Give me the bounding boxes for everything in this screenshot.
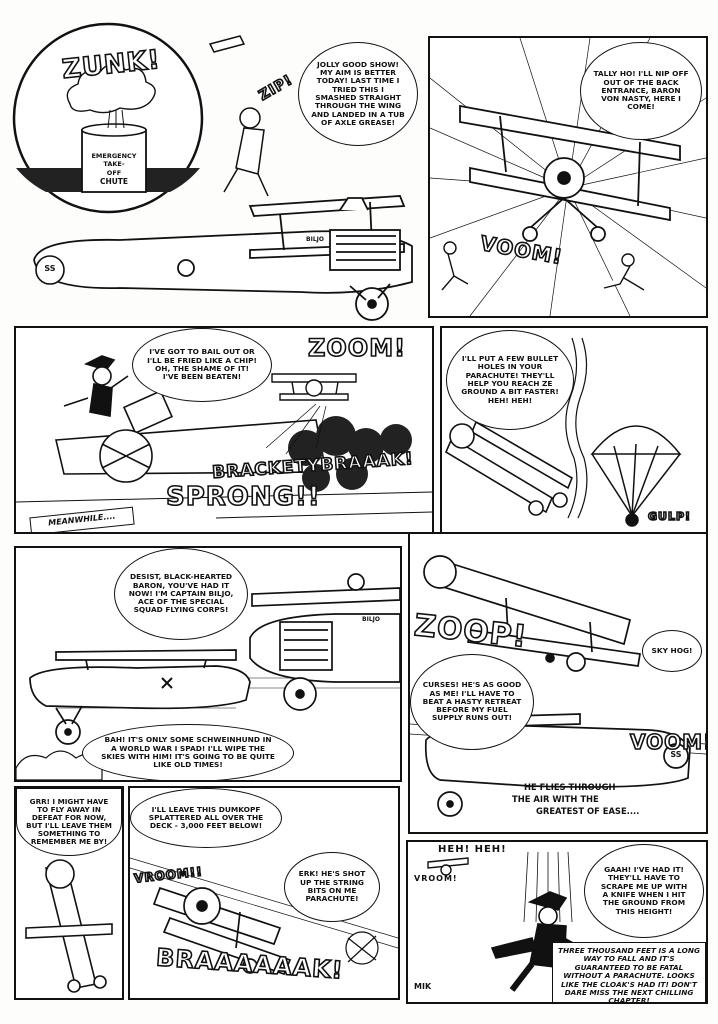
explosion-smoke	[288, 416, 412, 492]
bubble-curses: CURSES! HE'S AS GOOD AS ME! I'LL HAVE TO…	[410, 654, 534, 750]
sfx-sprong: SPRONG!!	[165, 481, 321, 513]
biljo-spad-plane	[33, 195, 413, 321]
smoke-trail	[565, 337, 588, 519]
can-label-line1: EMERGENCY	[91, 152, 137, 160]
sfx-heh-heh: HEH! HEH!	[438, 844, 507, 855]
panel-7-art	[25, 859, 113, 993]
ground-lines	[16, 491, 432, 519]
parachute	[590, 425, 682, 527]
panel-7: GRR! I MIGHT HAVE TO FLY AWAY IN DEFEAT …	[14, 786, 124, 1000]
ground-crew	[441, 241, 645, 291]
bubble-bail-out: I'VE GOT TO BAIL OUT OR I'LL BE FRIED LI…	[132, 328, 272, 402]
panel-4-art	[444, 337, 682, 527]
artist-signature: MIK	[414, 982, 432, 991]
panel-9: HEH! HEH! VROOM! GAAH! I'VE HAD IT! THEY…	[406, 840, 708, 1004]
biljo-biplane-diving	[152, 886, 292, 976]
biljo-plane-distant	[271, 373, 357, 401]
caption-flies-through: HE FLIES THROUGH THE AIR WITH THE GREATE…	[506, 782, 676, 817]
biplane-front	[459, 104, 681, 242]
plane-marking-biljo-2: BILJO	[362, 616, 380, 623]
caption-flies-line2: THE AIR WITH THE	[512, 793, 599, 804]
can-label-line4: CHUTE	[99, 177, 129, 187]
tail-roundel	[35, 255, 65, 285]
caption-flies-line3: GREATEST OF EASE....	[536, 805, 640, 816]
bubble-bullet-holes: I'LL PUT A FEW BULLET HOLES IN YOUR PARA…	[446, 330, 574, 430]
sfx-gulp: GULP!	[647, 509, 692, 524]
can-label-line2: TAKE-	[103, 160, 125, 169]
can-label: EMERGENCY TAKE- OFF CHUTE	[84, 152, 144, 187]
gunfire-lines	[265, 403, 327, 455]
smoke-cloud	[66, 63, 156, 114]
sfx-zoom: ZOOM!	[307, 333, 407, 363]
bubble-tally-ho: TALLY HO! I'LL NIP OFF OUT OF THE BACK E…	[580, 42, 702, 140]
panel-6: ZOOP! SKY HOG! CURSES! HE'S AS GOOD AS M…	[408, 532, 708, 834]
caption-flies-line1: HE FLIES THROUGH	[524, 782, 616, 792]
panel-2-art	[430, 38, 706, 316]
bubble-sky-hog: SKY HOG!	[642, 630, 702, 672]
sfx-voom-2: VOOM!	[629, 729, 708, 755]
fokker-diving	[444, 420, 573, 516]
bubble-grr: GRR! I MIGHT HAVE TO FLY AWAY IN DEFEAT …	[16, 788, 122, 856]
panel-4: I'LL PUT A FEW BULLET HOLES IN YOUR PARA…	[440, 326, 708, 540]
panel-2: TALLY HO! I'LL NIP OFF OUT OF THE BACK E…	[428, 36, 708, 318]
baron-fokker	[29, 649, 251, 745]
shredded-parachute	[345, 931, 379, 965]
panel-3-art	[16, 355, 432, 519]
panel-5-art	[16, 573, 400, 780]
biljo-ejecting	[208, 35, 269, 197]
caption-end: THREE THOUSAND FEET IS A LONG WAY TO FAL…	[552, 942, 706, 1002]
bubble-erk: ERK! HE'S SHOT UP THE STRING BITS ON ME …	[284, 852, 380, 922]
small-plane-distant	[427, 857, 469, 876]
panel-8: I'LL LEAVE THIS DUMKOPF SPLATTERED ALL O…	[128, 786, 400, 1000]
panel-5: DESIST, BLACK-HEARTED BARON, YOU'VE HAD …	[14, 546, 402, 782]
panel-8-art	[130, 857, 398, 976]
baron-plane-fleeing	[25, 859, 113, 993]
plane-marking-biljo: BILJO	[306, 236, 324, 243]
bubble-bah: BAH! IT'S ONLY SOME SCHWEINHUND IN A WOR…	[82, 724, 294, 780]
sfx-vroom-small: VROOM!	[414, 874, 458, 883]
bubble-desist: DESIST, BLACK-HEARTED BARON, YOU'VE HAD …	[114, 548, 248, 640]
panel-3: I'VE GOT TO BAIL OUT OR I'LL BE FRIED LI…	[14, 326, 434, 534]
bubble-gaah: GAAH! I'VE HAD IT! THEY'LL HAVE TO SCRAP…	[584, 844, 704, 938]
bubble-jolly-good-show: JOLLY GOOD SHOW! MY AIM IS BETTER TODAY!…	[298, 42, 418, 146]
tail-marking-ss: SS	[44, 264, 56, 273]
tail-marking-ss-2: SS	[670, 750, 682, 759]
inset-circle	[12, 22, 204, 214]
can-label-line3: OFF	[106, 168, 122, 177]
biljo-spad	[249, 573, 400, 711]
baron-bailing	[63, 355, 174, 434]
bubble-dumkopf: I'LL LEAVE THIS DUMKOPF SPLATTERED ALL O…	[130, 788, 282, 848]
baron-plane-climbing	[423, 555, 641, 672]
